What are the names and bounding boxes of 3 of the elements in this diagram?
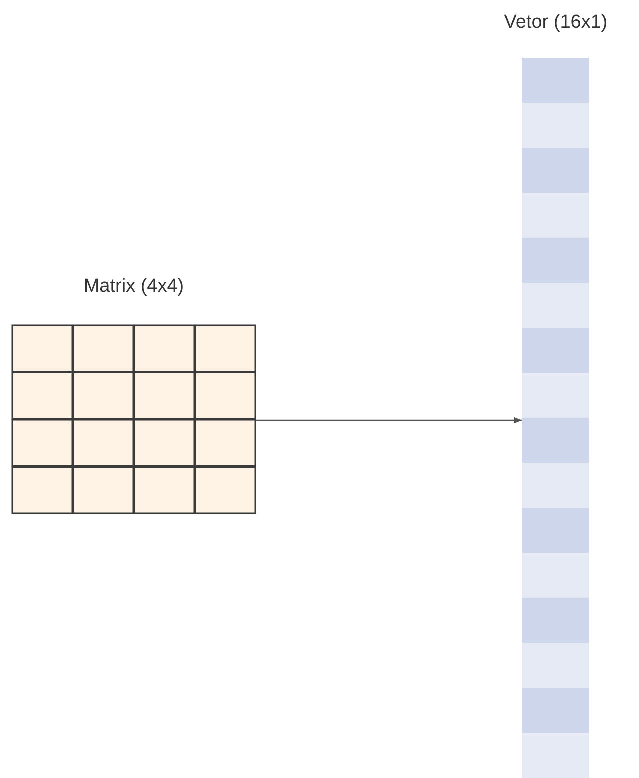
arrow [256,417,522,424]
shape-title: Vetor (16x1) [503,12,609,34]
shape-title: Matrix (4x4) [82,276,186,298]
